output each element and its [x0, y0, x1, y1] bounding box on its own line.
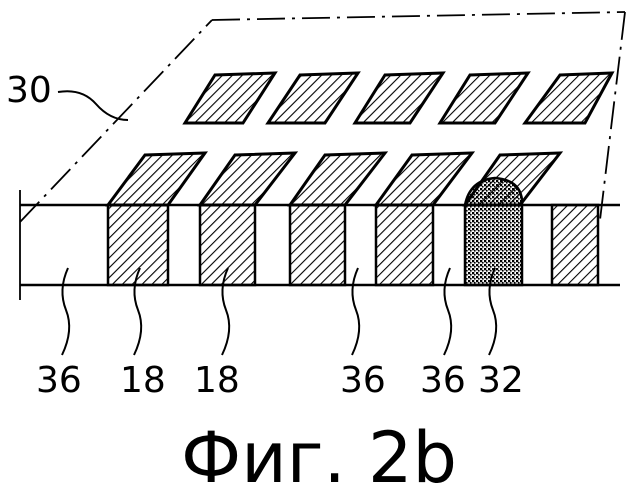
figure-caption: Фиг. 2b — [181, 417, 457, 499]
label-18-a: 18 — [120, 360, 166, 401]
strip-pillars — [108, 205, 598, 285]
label-36-c: 36 — [420, 360, 466, 401]
label-36-a: 36 — [36, 360, 82, 401]
label-36-b: 36 — [340, 360, 386, 401]
leader-30 — [58, 91, 128, 120]
label-30: 30 — [6, 70, 52, 111]
label-18-b: 18 — [194, 360, 240, 401]
back-row-pads — [185, 73, 612, 123]
label-32: 32 — [478, 360, 524, 401]
